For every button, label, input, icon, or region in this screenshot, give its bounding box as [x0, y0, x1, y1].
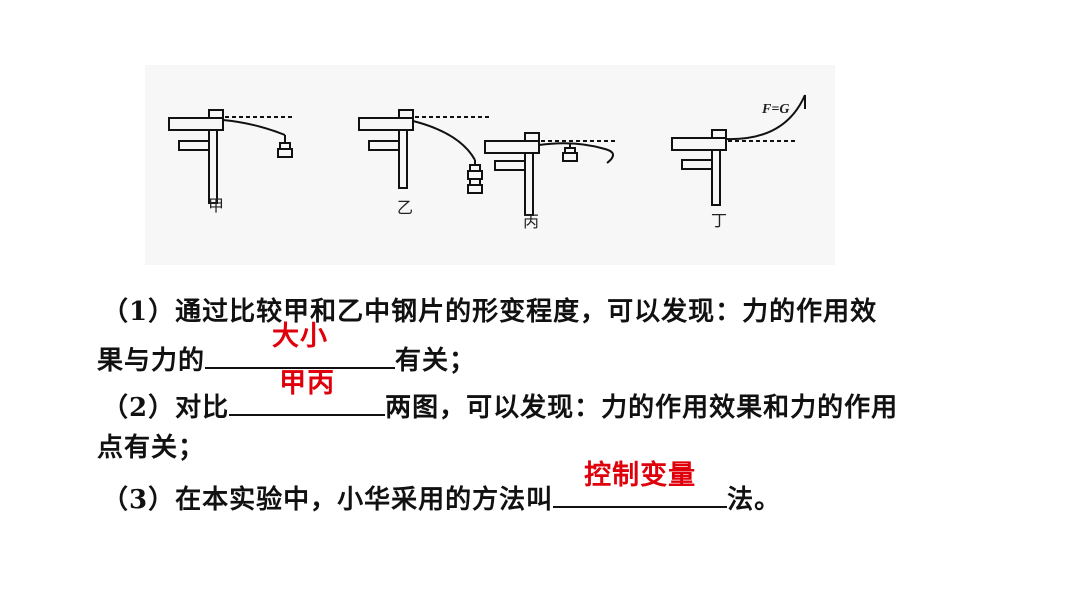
q1-text-c: 有关； [395, 346, 477, 376]
setup-jia [168, 109, 295, 204]
q3-answer: 控制变量 [584, 460, 697, 491]
q2-answer: 甲丙 [279, 368, 336, 399]
q1-text-a: （1）通过比较甲和乙中钢片的形变程度，可以发现：力的作用效 [102, 297, 878, 327]
experiment-figure: 甲 乙 丙 丁 F=G [145, 65, 835, 265]
question-1-line-1: （1）通过比较甲和乙中钢片的形变程度，可以发现：力的作用效 [102, 294, 877, 330]
q3-text-a: （3）在本实验中，小华采用的方法叫 [102, 485, 554, 515]
q2-text-a: （2）对比 [102, 393, 230, 423]
q2-answer-blank: 甲丙 [229, 368, 386, 416]
setup-yi [358, 109, 490, 194]
question-2-line-2: 点有关； [97, 430, 205, 466]
setup-ding [671, 94, 806, 206]
question-1-line-2: 果与力的 大小有关； [97, 321, 477, 379]
q3-text-b: 法。 [727, 485, 782, 515]
label-jia: 甲 [208, 196, 224, 215]
question-2-line-1: （2）对比 甲丙两图，可以发现：力的作用效果和力的作用 [102, 368, 899, 426]
q2-text-b: 两图，可以发现：力的作用效果和力的作用 [385, 393, 899, 423]
label-bing: 丙 [523, 212, 539, 231]
q1-text-b: 果与力的 [97, 346, 206, 376]
label-ding: 丁 [711, 211, 727, 230]
q2-text-c: 点有关； [97, 433, 206, 463]
label-yi: 乙 [397, 198, 413, 217]
q1-answer-blank: 大小 [205, 321, 396, 369]
force-label: F=G [761, 102, 789, 117]
setup-bing [484, 132, 615, 216]
steel-strip-diagram: 甲 乙 丙 丁 F=G [168, 94, 806, 231]
q3-answer-blank: 控制变量 [553, 460, 728, 508]
q1-answer: 大小 [272, 321, 329, 352]
question-3-line-1: （3）在本实验中，小华采用的方法叫控制变量法。 [102, 460, 782, 518]
